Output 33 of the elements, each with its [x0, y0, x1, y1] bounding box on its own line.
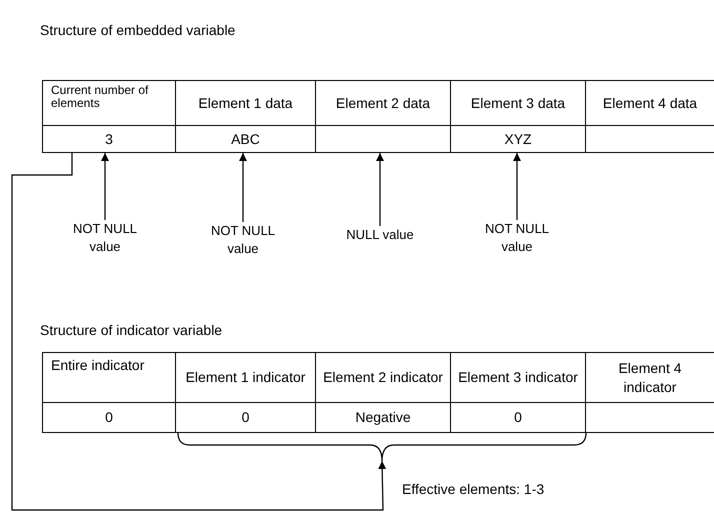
arrow [376, 153, 384, 226]
value-note: NOT NULL value [196, 222, 290, 258]
cell-value: Negative [355, 408, 411, 427]
cell-value: 0 [514, 408, 522, 427]
section-heading: Structure of embedded variable [40, 22, 236, 38]
cell-value: 0 [105, 408, 113, 427]
arrow [239, 153, 247, 222]
arrow [101, 153, 109, 220]
value-note: NOT NULL value [58, 220, 152, 256]
arrow [513, 153, 521, 220]
value-note: NULL value [330, 226, 430, 244]
header-cell [42, 80, 176, 126]
cell-value: ABC [231, 130, 260, 148]
header-cell [42, 352, 176, 403]
column-heading: Element 4 data [602, 94, 698, 112]
column-heading: Current number of elements [51, 84, 150, 110]
column-heading: Element 2 data [336, 94, 430, 112]
arrow [11, 153, 386, 511]
value-cell [42, 402, 176, 433]
edge-label: Effective elements: 1-3 [402, 481, 544, 497]
value-cell [42, 125, 176, 153]
cell-value: 0 [242, 408, 250, 427]
column-heading: Element 1 indicator [186, 368, 306, 387]
cell-value: XYZ [504, 130, 532, 148]
column-heading: Element 3 indicator [458, 368, 578, 387]
value-note: NOT NULL value [470, 220, 564, 256]
cell-value: 3 [105, 130, 113, 148]
column-heading: Element 1 data [198, 94, 293, 112]
section-heading: Structure of indicator variable [40, 322, 222, 338]
column-heading: Element 4 indicator [617, 358, 683, 396]
column-heading: Entire indicator [51, 356, 144, 375]
column-heading: Element 3 data [470, 94, 566, 112]
column-heading: Element 2 indicator [323, 368, 443, 387]
